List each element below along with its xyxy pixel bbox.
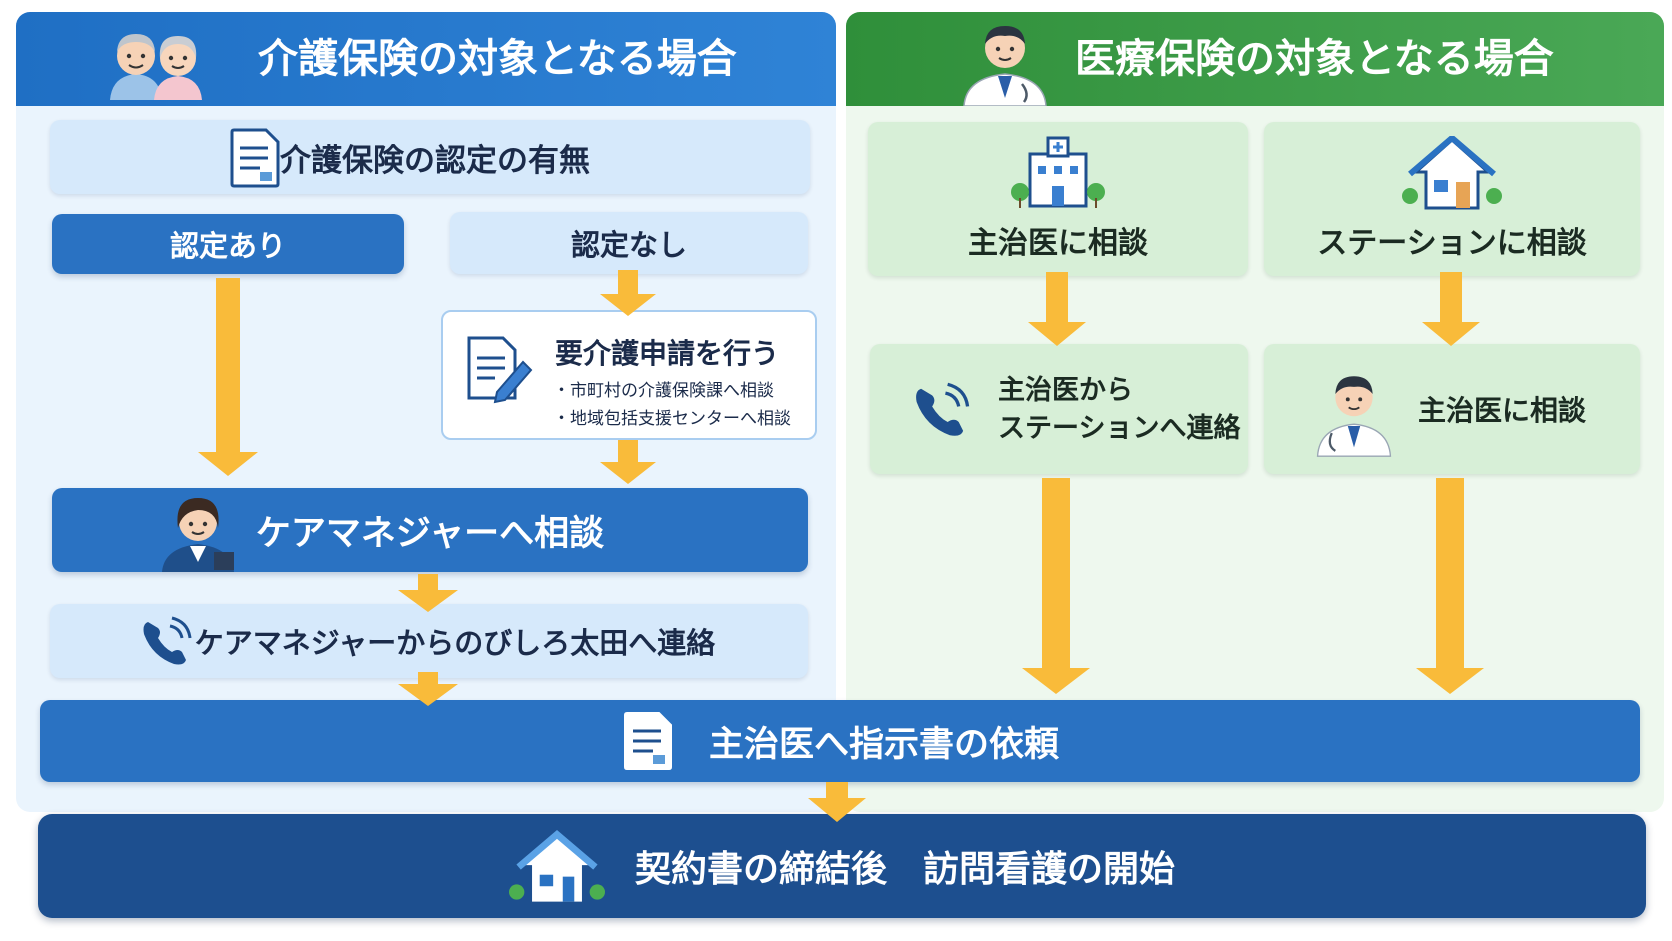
application-title: 要介護申請を行う [555, 337, 780, 370]
certified-label: 認定あり [169, 229, 286, 263]
not-certified-label: 認定なし [570, 228, 687, 262]
doctor-contact-line-2: ステーションへ連絡 [998, 413, 1241, 444]
flow-arrow [600, 270, 656, 316]
station-consult-doctor-label: 主治医に相談 [1417, 394, 1586, 427]
flow-arrow [198, 278, 258, 476]
phone-icon [910, 382, 972, 442]
house-icon [1402, 136, 1502, 214]
consult-care-manager-box: ケアマネジャーへ相談 [52, 488, 808, 572]
not-certified-box: 認定なし [450, 212, 808, 274]
consult-station-box: ステーションに相談 [1264, 122, 1640, 276]
care-manager-contact-box: ケアマネジャーからのびしろ太田へ連絡 [50, 604, 808, 678]
consult-doctor-box: 主治医に相談 [868, 122, 1248, 276]
document-icon [228, 128, 282, 188]
visit-nursing-start-box: 契約書の締結後 訪問看護の開始 [38, 814, 1646, 918]
document-icon [621, 709, 675, 773]
application-item-2: ・地域包括支援センターへ相談 [553, 409, 791, 429]
flow-arrow [1416, 478, 1484, 694]
doctor-icon [960, 14, 1050, 106]
doctor-icon [1314, 358, 1394, 462]
consult-station-label: ステーションに相談 [1317, 226, 1587, 261]
request-instructions-box: 主治医へ指示書の依頼 [40, 700, 1640, 782]
request-instructions-label: 主治医へ指示書の依頼 [708, 724, 1059, 765]
house-icon [508, 828, 605, 908]
application-pen-icon [463, 334, 535, 406]
flow-arrow [600, 440, 656, 484]
consult-doctor-label: 主治医に相談 [968, 226, 1148, 261]
care-manager-icon [156, 488, 246, 572]
care-application-box: 要介護申請を行う ・市町村の介護保険課へ相談 ・地域包括支援センターへ相談 [441, 310, 817, 440]
certified-box: 認定あり [52, 214, 404, 274]
flow-arrows-group [198, 270, 1484, 822]
hospital-icon [1010, 136, 1106, 212]
certification-check-label: 介護保険の認定の有無 [280, 142, 590, 179]
phone-icon [138, 616, 194, 670]
doctor-contact-line-1: 主治医から [998, 375, 1133, 406]
flow-arrow [398, 672, 458, 706]
station-consult-doctor-box: 主治医に相談 [1264, 344, 1640, 474]
medical-insurance-title: 医療保険の対象となる場合 [1075, 36, 1554, 82]
flow-arrow [1422, 272, 1480, 346]
certification-check-box: 介護保険の認定の有無 [50, 120, 810, 194]
doctor-contacts-station-box: 主治医から ステーションへ連絡 [870, 344, 1248, 474]
care-insurance-title: 介護保険の対象となる場合 [258, 36, 737, 82]
care-manager-contact-label: ケアマネジャーからのびしろ太田へ連絡 [194, 626, 716, 660]
flow-arrow [808, 782, 866, 822]
flow-arrow [1022, 478, 1090, 694]
visit-nursing-start-label: 契約書の締結後 訪問看護の開始 [634, 849, 1175, 890]
elderly-couple-icon [104, 22, 208, 100]
application-item-1: ・市町村の介護保険課へ相談 [553, 381, 774, 401]
flow-arrow [1028, 272, 1086, 346]
flow-arrow [398, 574, 458, 612]
consult-care-manager-label: ケアマネジャーへ相談 [255, 513, 605, 554]
